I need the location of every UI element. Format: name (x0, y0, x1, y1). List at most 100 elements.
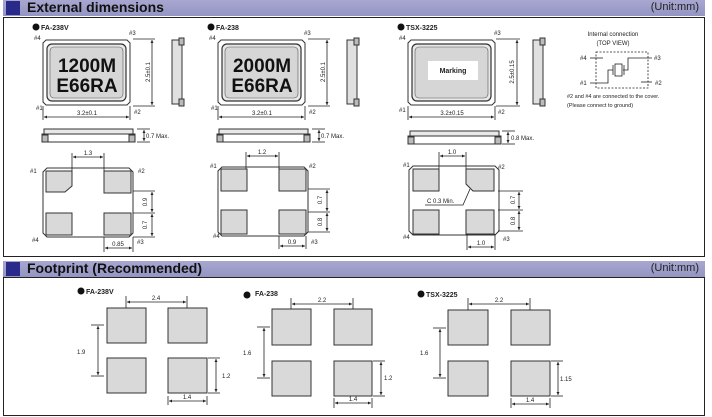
pin-label: #4 (34, 36, 41, 42)
bullet-icon (32, 23, 40, 31)
pin-label: #2 (138, 169, 145, 175)
pad-height-dimension: 1.15 (560, 377, 572, 383)
pin-label: #2 (134, 110, 141, 116)
pad-dimension: 0.8 (318, 217, 324, 226)
marking-line-2: E66RA (56, 76, 118, 97)
pad-pitch-dimension: 1.3 (84, 151, 93, 157)
bullet-icon (397, 23, 405, 31)
pin-label: #4 (580, 56, 587, 62)
pitch-y-dimension: 1.6 (243, 351, 252, 357)
pin-label: #1 (403, 163, 410, 169)
pin-label: #2 (498, 110, 505, 116)
pad-width-dimension: 1.4 (183, 395, 192, 401)
width-dimension: 3.2±0.1 (252, 111, 273, 117)
height-dimension: 2.5±0.1 (146, 61, 152, 82)
pin-label: #3 (311, 240, 318, 246)
pin-label: #4 (209, 36, 216, 42)
internal-connection-title: Internal connection (588, 32, 639, 38)
pin-label: #3 (494, 31, 501, 37)
internal-connection-diagram: Internal connection (TOP VIEW) #4 #3 #1 … (567, 32, 662, 109)
pitch-x-dimension: 2.2 (495, 298, 504, 304)
pin-label: #1 (211, 106, 218, 112)
pad-width-dimension: 1.0 (477, 241, 486, 247)
unit-label: (Unit:mm) (650, 1, 699, 13)
footprint-name: TSX-3225 (426, 292, 458, 299)
marking-line-2: E66RA (231, 76, 293, 97)
package-name: FA-238V (41, 25, 69, 32)
footprint-fa-238: FA-238 2.2 1.6 1.2 1.4 (243, 291, 393, 408)
internal-connection-subtitle: (TOP VIEW) (596, 41, 629, 47)
pin-label: #3 (129, 31, 136, 37)
internal-connection-note: (Please connect to ground) (567, 103, 633, 109)
pitch-x-dimension: 2.4 (152, 296, 161, 302)
pitch-y-dimension: 1.6 (420, 351, 429, 357)
pin-label: #3 (304, 31, 311, 37)
pad-width-dimension: 1.4 (349, 397, 358, 403)
footprint-name: FA-238 (255, 291, 278, 298)
pin-label: #2 (655, 81, 662, 87)
height-dimension: 2.5±0.15 (510, 60, 516, 84)
bullet-icon (243, 291, 251, 299)
pin-label: #1 (30, 169, 37, 175)
package-fa-238v: FA-238V 1200M E66RA #4 #3 #1 #2 2.5±0.1 … (30, 23, 185, 252)
internal-connection-note: #2 and #4 are connected to the cover. (567, 94, 660, 100)
footprint-name: FA-238V (86, 289, 114, 296)
bullet-icon (207, 23, 215, 31)
marking-line-1: 1200M (58, 56, 116, 77)
section-title: External dimensions (27, 0, 164, 15)
pin-label: #4 (403, 235, 410, 241)
marking-line-1: 2000M (233, 56, 291, 77)
unit-label: (Unit:mm) (650, 262, 699, 274)
section-header-footprint: Footprint (Recommended) (Unit:mm) (3, 260, 705, 277)
pin-label: #4 (399, 36, 406, 42)
pad-pitch-dimension: 1.2 (258, 150, 267, 156)
pin-label: #3 (137, 240, 144, 246)
pin-label: #1 (580, 81, 587, 87)
pin-label: #3 (503, 237, 510, 243)
pin-label: #2 (498, 165, 505, 171)
pin-label: #1 (36, 106, 43, 112)
footprint-panel (3, 277, 705, 416)
pin-label: #3 (654, 56, 661, 62)
marking-area-label: Marking (440, 68, 467, 75)
pin-label: #1 (210, 164, 217, 170)
section-marker-icon (6, 262, 20, 276)
pin-label: #1 (399, 108, 406, 114)
pad-height-dimension: 1.2 (222, 374, 231, 380)
pad-dimension: 0.7 (511, 195, 517, 204)
section-marker-icon (6, 1, 20, 15)
external-dimensions-panel (3, 17, 705, 257)
pad-dimension: 0.8 (511, 216, 517, 225)
package-tsx-3225: TSX-3225 Marking #4 #3 #1 #2 2.5±0.15 3.… (397, 23, 546, 250)
pitch-x-dimension: 2.2 (318, 298, 327, 304)
pad-height-dimension: 1.2 (384, 376, 393, 382)
package-name: FA-238 (216, 25, 239, 32)
section-header-external: External dimensions (Unit:mm) (3, 0, 705, 16)
pad-width-dimension: 0.85 (112, 242, 124, 248)
chamfer-note: C 0.3 Min. (427, 199, 455, 205)
pad-pitch-dimension: 1.0 (448, 150, 457, 156)
thickness-dimension: 0.7 Max. (321, 134, 344, 140)
pin-label: #2 (309, 110, 316, 116)
pad-dimension: 0.9 (143, 197, 149, 206)
pitch-y-dimension: 1.9 (77, 350, 86, 356)
footprint-fa-238v: FA-238V 2.4 1.9 1.2 1.4 (77, 287, 231, 405)
bullet-icon (417, 290, 425, 298)
pad-width-dimension: 1.4 (526, 398, 535, 404)
height-dimension: 2.5±0.1 (321, 61, 327, 82)
package-name: TSX-3225 (406, 25, 438, 32)
package-fa-238: FA-238 2000M E66RA #4 #3 #1 #2 2.5±0.1 3… (207, 23, 360, 249)
footprint-tsx-3225: TSX-3225 2.2 1.6 1.15 1.4 (417, 290, 572, 408)
pad-width-dimension: 0.9 (288, 240, 297, 246)
pin-label: #2 (309, 164, 316, 170)
section-title: Footprint (Recommended) (27, 260, 202, 276)
pad-dimension: 0.7 (318, 195, 324, 204)
width-dimension: 3.2±0.1 (77, 111, 98, 117)
thickness-dimension: 0.7 Max. (146, 134, 169, 140)
bullet-icon (77, 287, 85, 295)
pin-label: #4 (32, 238, 39, 244)
thickness-dimension: 0.8 Max. (511, 136, 534, 142)
width-dimension: 3.2±0.15 (440, 111, 464, 117)
